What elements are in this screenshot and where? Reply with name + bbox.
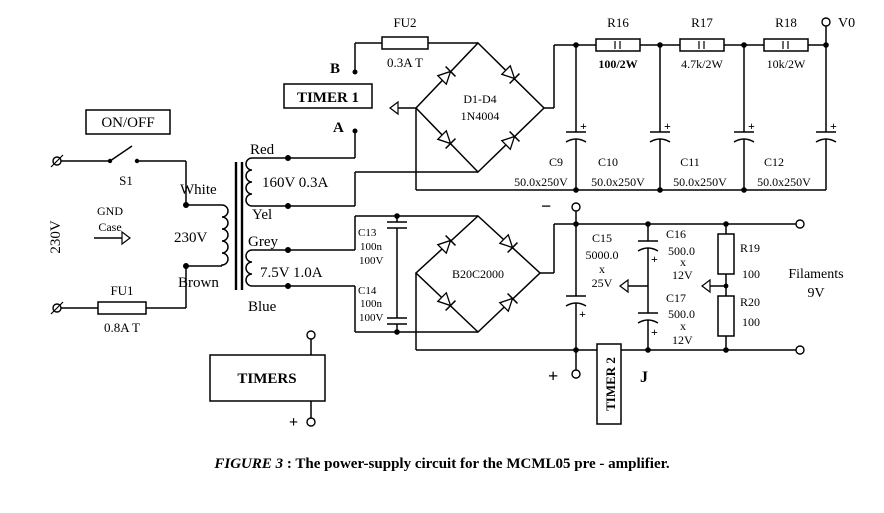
c11-label: C11 bbox=[680, 155, 700, 169]
svg-text:+: + bbox=[830, 119, 837, 133]
lv-filter: + + + bbox=[565, 202, 805, 379]
mains-voltage-label: 230V bbox=[48, 220, 64, 254]
r18-value: 10k/2W bbox=[767, 57, 806, 71]
r16-value: 100/2W bbox=[598, 57, 637, 71]
c10-value: 50.0x250V bbox=[591, 175, 645, 189]
c17-voltage: 12V bbox=[672, 333, 693, 347]
point-a-label: A bbox=[333, 120, 344, 136]
wire-brown-label: Brown bbox=[178, 275, 219, 291]
wire-white-label: White bbox=[180, 182, 217, 198]
c11-value: 50.0x250V bbox=[673, 175, 727, 189]
timers-label: TIMERS bbox=[237, 371, 296, 387]
primary-voltage-label: 230V bbox=[174, 230, 208, 246]
c15-arrow-icon bbox=[619, 278, 629, 294]
svg-text:+: + bbox=[748, 119, 755, 133]
svg-text:+: + bbox=[651, 325, 658, 339]
c16-voltage: 12V bbox=[672, 268, 693, 282]
svg-text:+: + bbox=[580, 119, 587, 133]
point-j-label: J bbox=[640, 369, 648, 386]
c9-label: C9 bbox=[549, 155, 563, 169]
r17-value: 4.7k/2W bbox=[681, 57, 723, 71]
lv-secondary-label: 7.5V 1.0A bbox=[260, 265, 323, 281]
wire-yel-label: Yel bbox=[252, 207, 272, 223]
r19-value: 100 bbox=[742, 267, 760, 281]
r16-label: R16 bbox=[607, 15, 629, 30]
fu1-fuse-symbol bbox=[97, 301, 147, 315]
timer2-box bbox=[596, 343, 622, 425]
c12-label: C12 bbox=[764, 155, 784, 169]
minus-terminal-label: − bbox=[541, 196, 551, 216]
c12-value: 50.0x250V bbox=[757, 175, 811, 189]
timer1-box bbox=[283, 83, 373, 109]
timer1-label: TIMER 1 bbox=[297, 90, 359, 106]
c16-x: x bbox=[680, 255, 686, 269]
c16-value: 500.0 bbox=[668, 244, 695, 258]
filament-midpoint-arrow-icon bbox=[701, 278, 711, 294]
gnd-case-label: Case bbox=[98, 220, 121, 234]
c15-label: C15 bbox=[592, 231, 612, 245]
hv-secondary-label: 160V 0.3A bbox=[262, 175, 329, 191]
timers-box bbox=[209, 354, 326, 402]
r20-label: R20 bbox=[740, 295, 760, 309]
figure-caption: FIGURE 3 : The power-supply circuit for … bbox=[0, 456, 884, 473]
plus-terminal-label: + bbox=[548, 366, 558, 386]
r19-label: R19 bbox=[740, 241, 760, 255]
hv-bridge-label: D1-D4 bbox=[463, 92, 496, 106]
v0-label: V0 bbox=[838, 16, 855, 31]
c13-value: 100n bbox=[360, 241, 383, 253]
fu2-fuse-symbol bbox=[381, 36, 429, 50]
hv-bridge bbox=[414, 41, 596, 190]
point-b-label: B bbox=[330, 61, 340, 77]
c17-label: C17 bbox=[666, 291, 686, 305]
timers-plus-label: + bbox=[289, 414, 298, 431]
svg-text:+: + bbox=[651, 252, 658, 266]
wire-red-label: Red bbox=[250, 142, 275, 158]
c15-voltage: 25V bbox=[592, 276, 613, 290]
r20-value: 100 bbox=[742, 315, 760, 329]
wire-grey-label: Grey bbox=[248, 234, 278, 250]
switch-label: S1 bbox=[119, 173, 133, 188]
c16-label: C16 bbox=[666, 227, 686, 241]
on-off-box bbox=[85, 109, 171, 135]
gnd-case-arrow-icon bbox=[121, 230, 131, 246]
gnd-label: GND bbox=[97, 204, 123, 218]
c14-value: 100n bbox=[360, 298, 383, 310]
fu2-label: FU2 bbox=[393, 15, 416, 30]
hv-wiring bbox=[288, 36, 478, 207]
c10-label: C10 bbox=[598, 155, 618, 169]
mains-input bbox=[50, 145, 222, 315]
c13-label: C13 bbox=[358, 227, 377, 239]
r17-label: R17 bbox=[691, 15, 713, 30]
lv-bridge bbox=[414, 214, 800, 334]
wire-blue-label: Blue bbox=[248, 299, 277, 315]
figure-caption-text: : The power-supply circuit for the MCML0… bbox=[286, 456, 670, 472]
on-off-label: ON/OFF bbox=[101, 115, 154, 131]
timers-wiring bbox=[306, 330, 316, 427]
transformer bbox=[221, 155, 291, 290]
timer2-label: TIMER 2 bbox=[603, 357, 618, 411]
fu1-rating: 0.8A T bbox=[104, 320, 140, 335]
filaments-label: Filaments bbox=[788, 267, 843, 282]
svg-text:+: + bbox=[579, 307, 586, 321]
hv-filter: + + + + bbox=[416, 17, 837, 193]
c17-value: 500.0 bbox=[668, 307, 695, 321]
fu2-rating: 0.3A T bbox=[387, 55, 423, 70]
hv-bridge-part-label: 1N4004 bbox=[461, 109, 500, 123]
lv-bridge-label: B20C2000 bbox=[452, 267, 504, 281]
filaments-voltage: 9V bbox=[807, 286, 824, 301]
figure-number: FIGURE 3 bbox=[214, 456, 284, 472]
c15-value: 5000.0 bbox=[586, 248, 619, 262]
c17-x: x bbox=[680, 319, 686, 333]
timer1-arrow-icon bbox=[389, 100, 399, 116]
c14-voltage: 100V bbox=[359, 312, 384, 324]
c15-x: x bbox=[599, 262, 605, 276]
svg-text:+: + bbox=[664, 119, 671, 133]
c13-voltage: 100V bbox=[359, 255, 384, 267]
r18-label: R18 bbox=[775, 15, 797, 30]
fu1-label: FU1 bbox=[110, 283, 133, 298]
c9-value: 50.0x250V bbox=[514, 175, 568, 189]
c14-label: C14 bbox=[358, 285, 377, 297]
